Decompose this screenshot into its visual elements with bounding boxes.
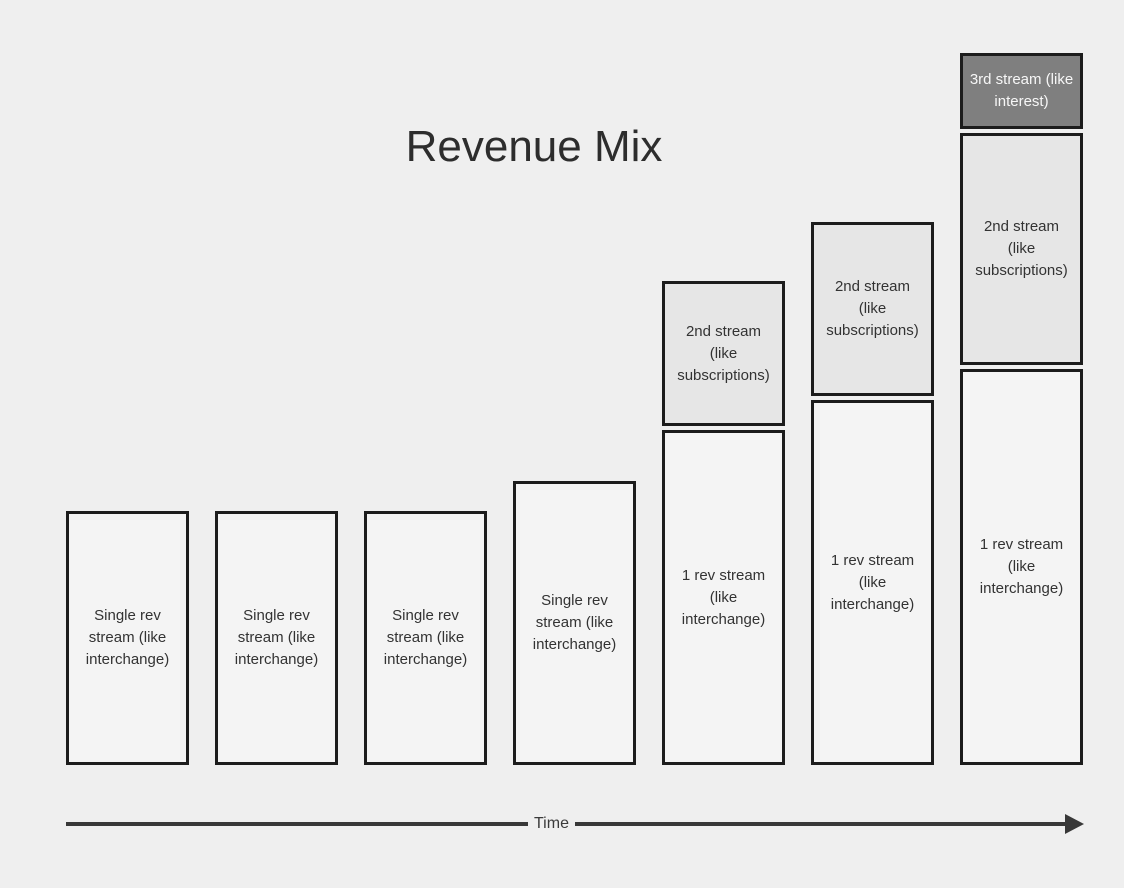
bar-6-segment-secondary: 2nd stream (like subscriptions) <box>811 222 934 396</box>
time-axis-line-right <box>574 822 1067 826</box>
bar-6-segment-primary: 1 rev stream (like interchange) <box>811 400 934 765</box>
bar-4: Single rev stream (like interchange) <box>513 481 636 765</box>
bar-2-segment-primary: Single rev stream (like interchange) <box>215 511 338 765</box>
bar-4-segment-primary: Single rev stream (like interchange) <box>513 481 636 765</box>
bar-5-segment-secondary: 2nd stream (like subscriptions) <box>662 281 785 426</box>
time-axis-label: Time <box>534 815 569 832</box>
arrow-right-icon <box>1065 814 1084 834</box>
time-axis: Time <box>66 812 1084 836</box>
bar-7-segment-primary: 1 rev stream (like interchange) <box>960 369 1083 765</box>
bar-5-segment-primary: 1 rev stream (like interchange) <box>662 430 785 765</box>
time-axis-line-left <box>66 822 528 826</box>
diagram-title: Revenue Mix <box>405 122 663 171</box>
bar-1-segment-primary: Single rev stream (like interchange) <box>66 511 189 765</box>
bar-7: 1 rev stream (like interchange)2nd strea… <box>960 53 1083 765</box>
bar-2: Single rev stream (like interchange) <box>215 511 338 765</box>
bar-6: 1 rev stream (like interchange)2nd strea… <box>811 222 934 765</box>
bar-3-segment-primary: Single rev stream (like interchange) <box>364 511 487 765</box>
bar-5: 1 rev stream (like interchange)2nd strea… <box>662 281 785 765</box>
bar-7-segment-tertiary: 3rd stream (like interest) <box>960 53 1083 129</box>
bar-1: Single rev stream (like interchange) <box>66 511 189 765</box>
bar-7-segment-secondary: 2nd stream (like subscriptions) <box>960 133 1083 365</box>
bar-3: Single rev stream (like interchange) <box>364 511 487 765</box>
